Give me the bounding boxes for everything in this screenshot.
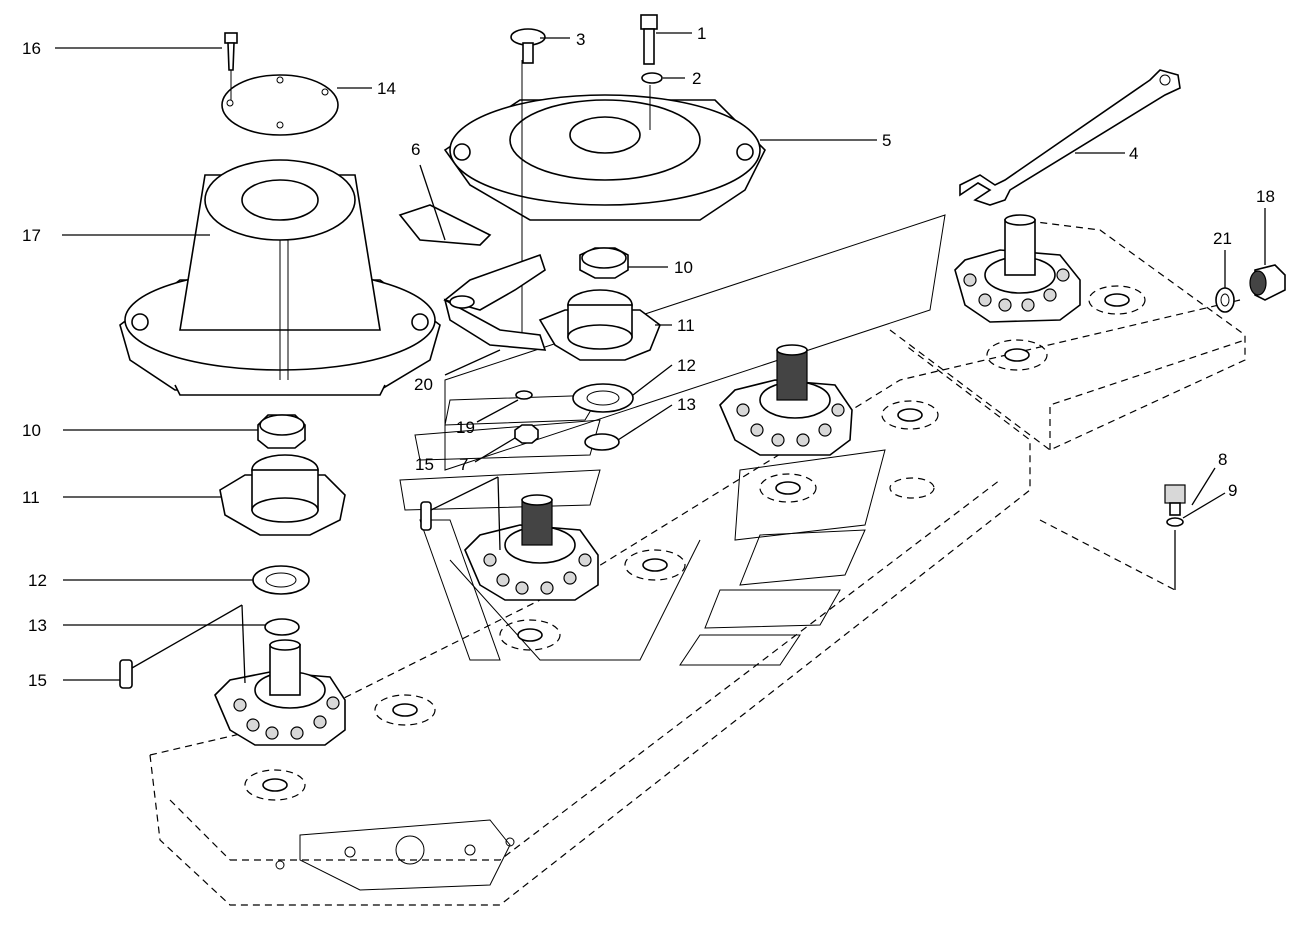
gear-hub-4 (214, 639, 346, 746)
knife-assembly (398, 204, 547, 351)
callout-2: 2 (692, 69, 701, 88)
callout-7: 7 (459, 455, 468, 474)
callout-15-upper: 15 (415, 455, 434, 474)
callout-21: 21 (1213, 229, 1232, 248)
callout-13-lower: 13 (28, 616, 47, 635)
callout-11-upper: 11 (677, 316, 695, 335)
callout-16: 16 (22, 39, 41, 58)
callout-12-lower: 12 (28, 571, 47, 590)
callout-3: 3 (576, 30, 585, 49)
ring-3 (881, 400, 939, 430)
bolt-washer-assembly (1039, 484, 1186, 591)
callout-18: 18 (1256, 187, 1275, 206)
upper-hub-parts (514, 247, 661, 451)
ring-6 (624, 549, 686, 581)
ring-1 (1088, 285, 1146, 315)
callout-15-lower: 15 (28, 671, 47, 690)
gear-hub-1 (954, 214, 1081, 323)
callout-11-lower: 11 (22, 488, 40, 507)
callout-6: 6 (411, 140, 420, 159)
plug-assembly (1215, 264, 1286, 313)
ring-2 (986, 339, 1048, 371)
ring-9 (244, 769, 306, 801)
ring-5 (759, 473, 817, 503)
drum-assembly (119, 32, 441, 396)
ring-4 (889, 477, 935, 499)
guard-panels (399, 214, 946, 666)
wrench-tool (959, 69, 1181, 206)
callout-1: 1 (697, 24, 706, 43)
callout-12-upper: 12 (677, 356, 696, 375)
cutting-disc-assembly (443, 14, 766, 345)
callout-10-lower: 10 (22, 421, 41, 440)
gear-hub-2 (719, 344, 853, 456)
callout-13-upper: 13 (677, 395, 696, 414)
ring-8 (374, 694, 436, 726)
callout-19: 19 (456, 418, 475, 437)
lower-hub-parts (119, 414, 432, 689)
callout-14: 14 (377, 79, 396, 98)
callout-9: 9 (1228, 481, 1237, 500)
callout-labels: 16 3 1 2 14 5 4 6 18 17 21 10 11 20 12 1… (22, 24, 1275, 690)
leader-lines (55, 32, 1266, 684)
callout-17: 17 (22, 226, 41, 245)
disc-mount-rings (244, 285, 1146, 801)
callout-10-upper: 10 (674, 258, 693, 277)
callout-20: 20 (414, 375, 433, 394)
gear-hub-3 (464, 494, 599, 601)
callout-8: 8 (1218, 450, 1227, 469)
callout-4: 4 (1129, 144, 1138, 163)
ring-7 (499, 619, 561, 651)
callout-5: 5 (882, 131, 891, 150)
